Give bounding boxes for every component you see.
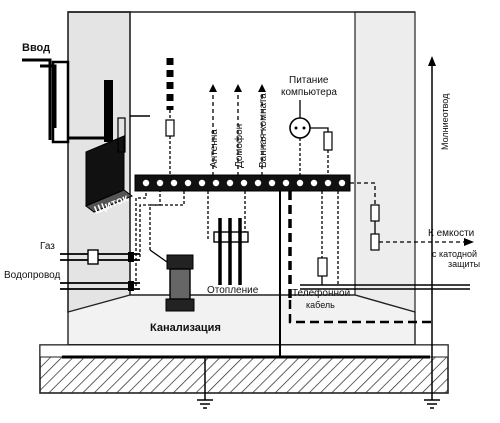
foundation-top-strip bbox=[39, 344, 449, 358]
sewer bbox=[149, 191, 195, 312]
utility-inlets bbox=[60, 191, 161, 291]
gas-insulating-flange bbox=[87, 249, 99, 265]
tank-arrow-icon bbox=[464, 238, 474, 246]
floor-plane bbox=[67, 294, 416, 346]
cathodic-fuse bbox=[370, 204, 380, 222]
feed-conduit bbox=[104, 80, 113, 142]
main-earth bbox=[197, 191, 281, 409]
label-otoplenie: Отопление bbox=[207, 285, 259, 296]
lightning-conductor bbox=[165, 58, 175, 175]
label-domofon: Домофон bbox=[233, 124, 245, 168]
panel-breaker bbox=[117, 117, 126, 153]
entrance-bracket bbox=[51, 60, 70, 144]
label-s-katodnoy-1: с катодной bbox=[432, 249, 477, 259]
label-kanalizatsiya: Канализация bbox=[150, 322, 221, 334]
grounding-bus bbox=[134, 174, 351, 192]
label-vodoprovod: Водопровод bbox=[4, 270, 60, 281]
right-wall bbox=[354, 11, 416, 313]
label-molniyeotvod: Молниеотвод bbox=[440, 93, 450, 150]
label-s-katodnoy-2: защиты bbox=[448, 259, 480, 269]
sewer-clamp bbox=[166, 254, 194, 270]
label-pitanie-1: Питание bbox=[289, 75, 329, 86]
room-structure bbox=[39, 11, 449, 394]
antenna-arrow-icon bbox=[209, 84, 217, 92]
label-antenna: Антенна bbox=[209, 129, 220, 168]
label-k-emkosti: К емкости bbox=[428, 228, 474, 239]
label-gaz: Газ bbox=[40, 241, 55, 252]
label-vannaya: Ванная комната bbox=[258, 93, 269, 168]
label-telefonnoy-2: кабель bbox=[306, 300, 335, 310]
telephone-cable bbox=[288, 191, 470, 324]
entrance-cable-2 bbox=[40, 64, 57, 128]
panel-base bbox=[85, 189, 133, 213]
computer-power bbox=[289, 100, 333, 175]
label-pitanie-2: компьютера bbox=[281, 87, 337, 98]
service-entrance bbox=[22, 58, 150, 213]
busbar-terminals bbox=[142, 179, 346, 187]
bathroom-arrow-icon bbox=[258, 84, 266, 92]
down-conductor-arrow-icon bbox=[428, 56, 436, 66]
lightning-fuse bbox=[165, 119, 175, 137]
label-telefonnoy-1: Телефонной bbox=[292, 287, 350, 299]
outlet-icon bbox=[289, 117, 311, 139]
label-vvod: Ввод bbox=[22, 42, 50, 54]
computer-fuse bbox=[323, 131, 333, 151]
cathodic-insulator bbox=[370, 233, 380, 251]
sewer-base bbox=[165, 298, 195, 312]
sewer-pipe bbox=[169, 268, 191, 300]
heating bbox=[207, 191, 249, 285]
cathodic-line bbox=[350, 182, 474, 251]
entrance-cable bbox=[22, 58, 52, 140]
intercom-arrow-icon bbox=[234, 84, 242, 92]
telephone-fuse bbox=[317, 257, 328, 277]
branch-lines bbox=[209, 84, 266, 175]
